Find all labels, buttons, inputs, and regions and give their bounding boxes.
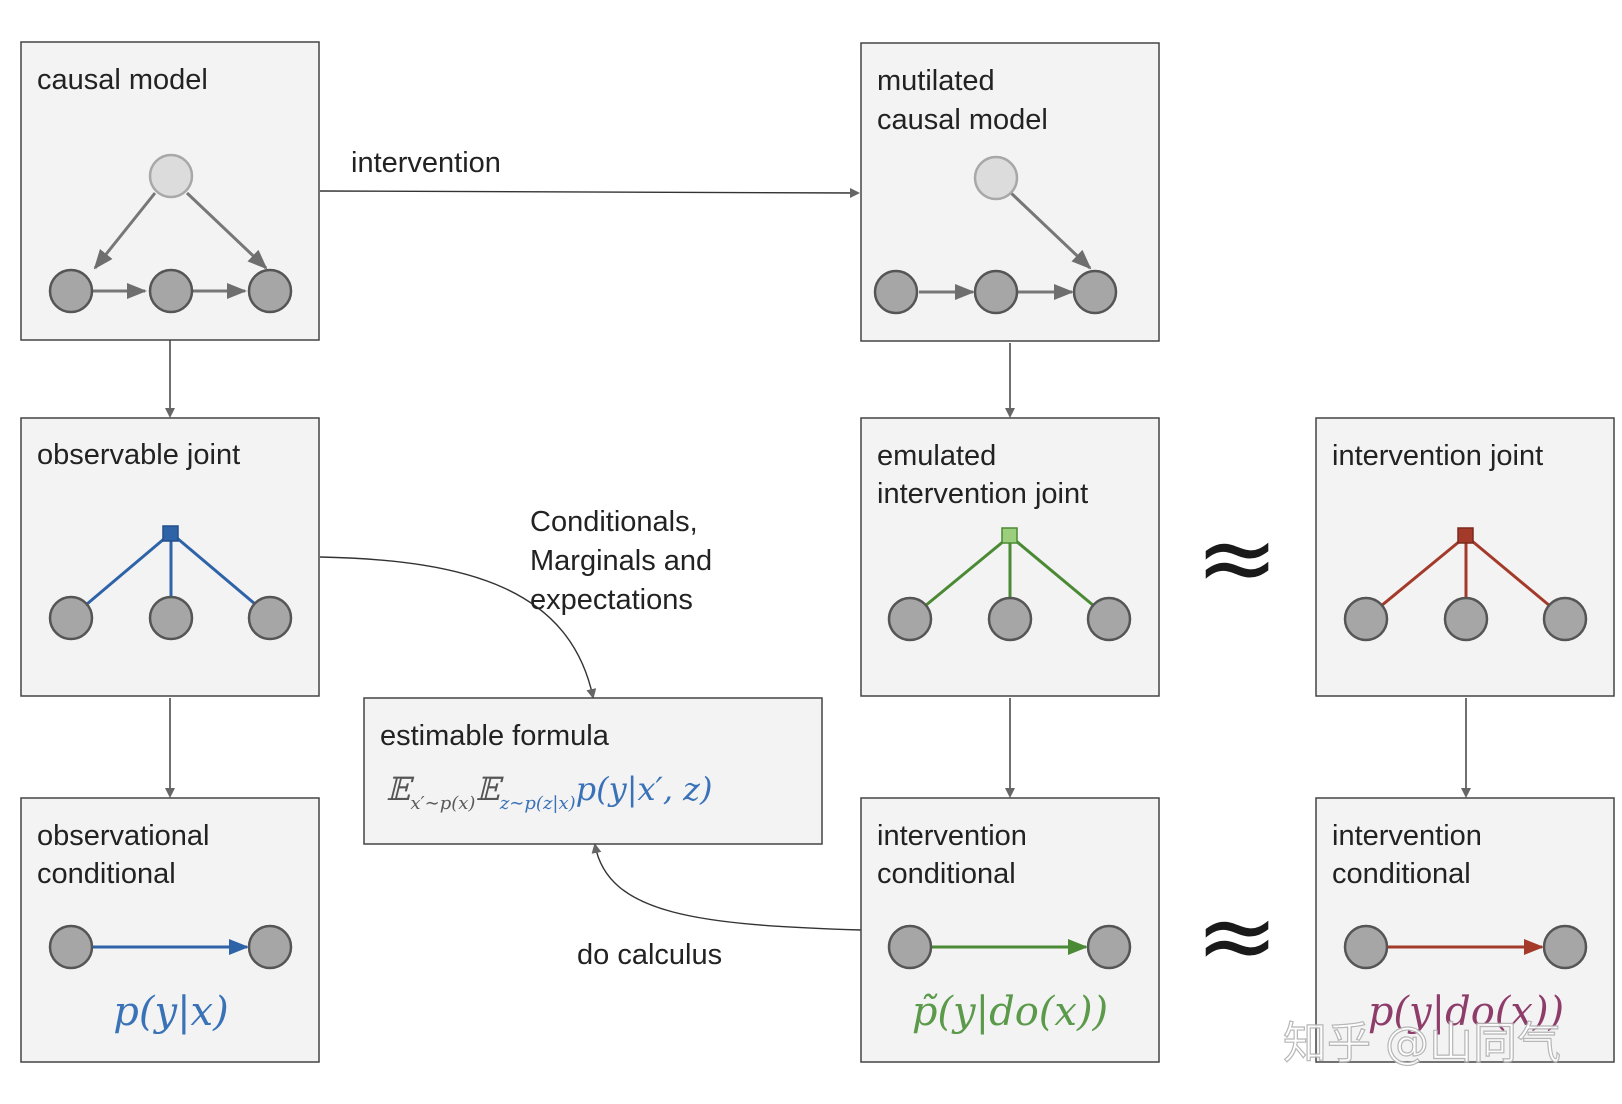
label-cme-line3: expectations (530, 584, 693, 616)
box-title: estimable formula (380, 720, 610, 752)
box-intervention-joint: intervention joint (1315, 417, 1615, 697)
label-cme-line1: Conditionals, (530, 506, 698, 538)
factor-square (1457, 527, 1474, 544)
node-z (973, 269, 1019, 315)
box-title-line2: intervention joint (877, 478, 1088, 510)
latent-node (973, 155, 1019, 201)
label-intervention: intervention (351, 147, 501, 179)
box-observational-conditional: observational conditional p(y|x) (20, 797, 320, 1063)
box-causal-model: causal model (20, 41, 320, 341)
box-title-line2: causal model (877, 104, 1048, 136)
label-cme-line2: Marginals and (530, 545, 712, 577)
arrow-cme (319, 556, 597, 699)
box-emulated-intervention-joint: emulated intervention joint (860, 417, 1160, 697)
formula-expression: 𝔼x′∼p(x)𝔼z∼p(z|x)p(y|x′, z) (386, 770, 713, 814)
box-observable-joint: observable joint (20, 417, 320, 697)
node-z (148, 268, 194, 314)
factor-square (1001, 527, 1018, 544)
latent-node (148, 153, 194, 199)
box-title-line1: intervention (1332, 820, 1482, 852)
factor-square (162, 525, 179, 542)
box-title-line2: conditional (1332, 858, 1471, 890)
box-title: causal model (37, 64, 208, 96)
box-title-line1: intervention (877, 820, 1027, 852)
approx-symbol-joint: ≈ (1195, 499, 1279, 616)
formula-emulated-intervention: p̃(y|do(x)) (912, 989, 1108, 1035)
box-title-line2: conditional (877, 858, 1016, 890)
arrow-do-calculus (591, 843, 862, 931)
node-x (48, 268, 94, 314)
box-title-line1: mutilated (877, 65, 995, 97)
formula-true-intervention: p(y|do(x)) (1368, 989, 1564, 1035)
node-y (247, 268, 293, 314)
node-y (1072, 269, 1118, 315)
box-title-line1: observational (37, 820, 210, 852)
box-title-line2: conditional (37, 858, 176, 890)
watermark: 知乎 @山同气 (1283, 1018, 1561, 1069)
flow-arrows (165, 187, 1471, 931)
box-mutilated-causal-model: mutilated causal model (860, 42, 1160, 342)
approx-symbol-conditional: ≈ (1195, 877, 1279, 994)
label-do-calculus: do calculus (577, 939, 722, 971)
formula-observational: p(y|x) (113, 989, 228, 1035)
box-intervention-conditional-emulated: intervention conditional p̃(y|do(x)) (860, 797, 1160, 1063)
arrow-intervention (319, 187, 860, 198)
box-estimable-formula: estimable formula 𝔼x′∼p(x)𝔼z∼p(z|x)p(y|x… (363, 697, 823, 845)
node-x (873, 269, 919, 315)
box-title: observable joint (37, 439, 240, 471)
box-title: intervention joint (1332, 440, 1543, 472)
box-intervention-conditional-true: intervention conditional p(y|do(x)) (1315, 797, 1615, 1063)
box-title-line1: emulated (877, 440, 996, 472)
